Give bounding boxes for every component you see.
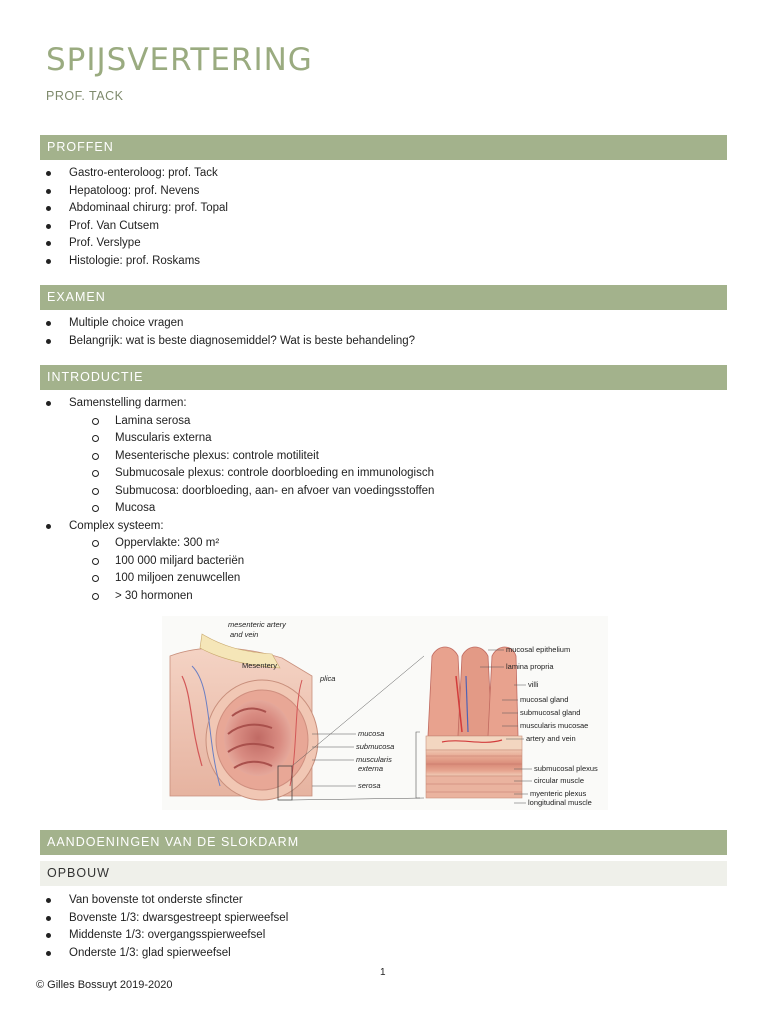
bullet-icon [46,401,51,406]
bullet-icon [46,223,51,229]
introductie-list: Samenstelling darmen: Lamina serosa Musc… [0,395,434,605]
zoom-line [291,655,425,767]
label-mucosa: mucosa [358,729,384,738]
circle-bullet-icon [92,452,99,460]
label-villi: villi [528,680,539,689]
list-item: Onderste 1/3: glad spierweefsel [0,945,288,963]
bullet-icon [46,898,51,903]
circle-bullet-icon [92,575,99,582]
section-heading-introductie: INTRODUCTIE [40,365,727,390]
label-artery-and-vein: artery and vein [526,734,576,743]
label-and-vein: and vein [230,630,258,639]
list-subitem: Submucosale plexus: controle doorbloedin… [0,465,434,483]
list-item: Prof. Verslype [0,235,228,253]
list-subitem: 100 miljoen zenuwcellen [0,570,434,588]
subsection-heading-opbouw: OPBOUW [40,861,727,886]
list-subitem: Oppervlakte: 300 m² [0,535,434,553]
list-item: Multiple choice vragen [0,315,415,333]
label-mucosal-gland: mucosal gland [520,695,568,704]
section-heading-proffen: PROFFEN [40,135,727,160]
list-subitem: Muscularis externa [0,430,434,448]
bullet-icon [46,206,51,211]
bullet-icon [46,321,51,326]
bullet-icon [46,915,51,921]
list-item: Histologie: prof. Roskams [0,253,228,271]
list-subitem: Mucosa [0,500,434,518]
intestine-tube [169,633,319,801]
label-submucosal-gland: submucosal gland [520,708,580,717]
label-myenteric-plexus: myenteric plexus [530,789,587,798]
label-mucosal-epithelium: mucosal epithelium [506,645,570,654]
label-plica: plica [319,674,335,683]
zoom-line [291,797,425,801]
label-muscularis-mucosae: muscularis mucosae [520,721,588,730]
list-item: Abdominaal chirurg: prof. Topal [0,200,228,218]
label-circular-muscle: circular muscle [534,776,584,785]
bullet-icon [46,950,51,956]
circle-bullet-icon [92,505,99,512]
label-mesenteric-artery: mesenteric artery [228,620,287,629]
label-lamina-propria: lamina propria [506,662,554,671]
list-item: Prof. Van Cutsem [0,218,228,236]
page-subtitle: PROF. TACK [46,89,124,103]
circle-bullet-icon [92,417,99,425]
circle-bullet-icon [92,592,99,600]
list-subitem: 100 000 miljard bacteriën [0,553,434,571]
section-heading-examen: EXAMEN [40,285,727,310]
bullet-icon [46,338,51,344]
bullet-icon [46,171,51,176]
bullet-icon [46,258,51,264]
circle-bullet-icon [92,487,99,495]
opbouw-list: Van bovenste tot onderste sfincter Boven… [0,892,288,962]
list-subitem: Lamina serosa [0,413,434,431]
label-externa: externa [358,764,383,773]
list-subitem: > 30 hormonen [0,588,434,606]
bullet-icon [46,188,51,194]
circle-bullet-icon [92,470,99,477]
list-item: Van bovenste tot onderste sfincter [0,892,288,910]
wall-cross-section [425,646,523,799]
label-longitudinal-muscle: longitudinal muscle [528,798,592,807]
bullet-icon [46,933,51,938]
circle-bullet-icon [92,540,99,547]
page-number: 1 [380,967,386,978]
label-serosa: serosa [358,781,381,790]
label-mesentery: Mesentery [242,661,277,670]
list-item: Belangrijk: wat is beste diagnosemiddel?… [0,333,415,351]
list-subitem: Submucosa: doorbloeding, aan- en afvoer … [0,483,434,501]
footer-copyright: © Gilles Bossuyt 2019-2020 [36,979,173,991]
label-submucosal-plexus: submucosal plexus [534,764,598,773]
list-item: Bovenste 1/3: dwarsgestreept spierweefse… [0,910,288,928]
bullet-icon [46,523,51,529]
list-item: Samenstelling darmen: [0,395,434,413]
page-title: SPIJSVERTERING [46,42,313,78]
examen-list: Multiple choice vragen Belangrijk: wat i… [0,315,415,350]
list-item: Gastro-enteroloog: prof. Tack [0,165,228,183]
circle-bullet-icon [92,557,99,565]
section-heading-slokdarm: AANDOENINGEN VAN DE SLOKDARM [40,830,727,855]
list-subitem: Mesenterische plexus: controle motilitei… [0,448,434,466]
bullet-icon [46,241,51,246]
list-item: Complex systeem: [0,518,434,536]
label-muscularis: muscularis [356,755,392,764]
circle-bullet-icon [92,435,99,442]
list-item: Hepatoloog: prof. Nevens [0,183,228,201]
label-submucosa: submucosa [356,742,394,751]
list-item: Middenste 1/3: overgangsspierweefsel [0,927,288,945]
intestine-wall-illustration: mesenteric artery and vein Mesentery pli… [162,616,608,810]
proffen-list: Gastro-enteroloog: prof. Tack Hepatoloog… [0,165,228,270]
